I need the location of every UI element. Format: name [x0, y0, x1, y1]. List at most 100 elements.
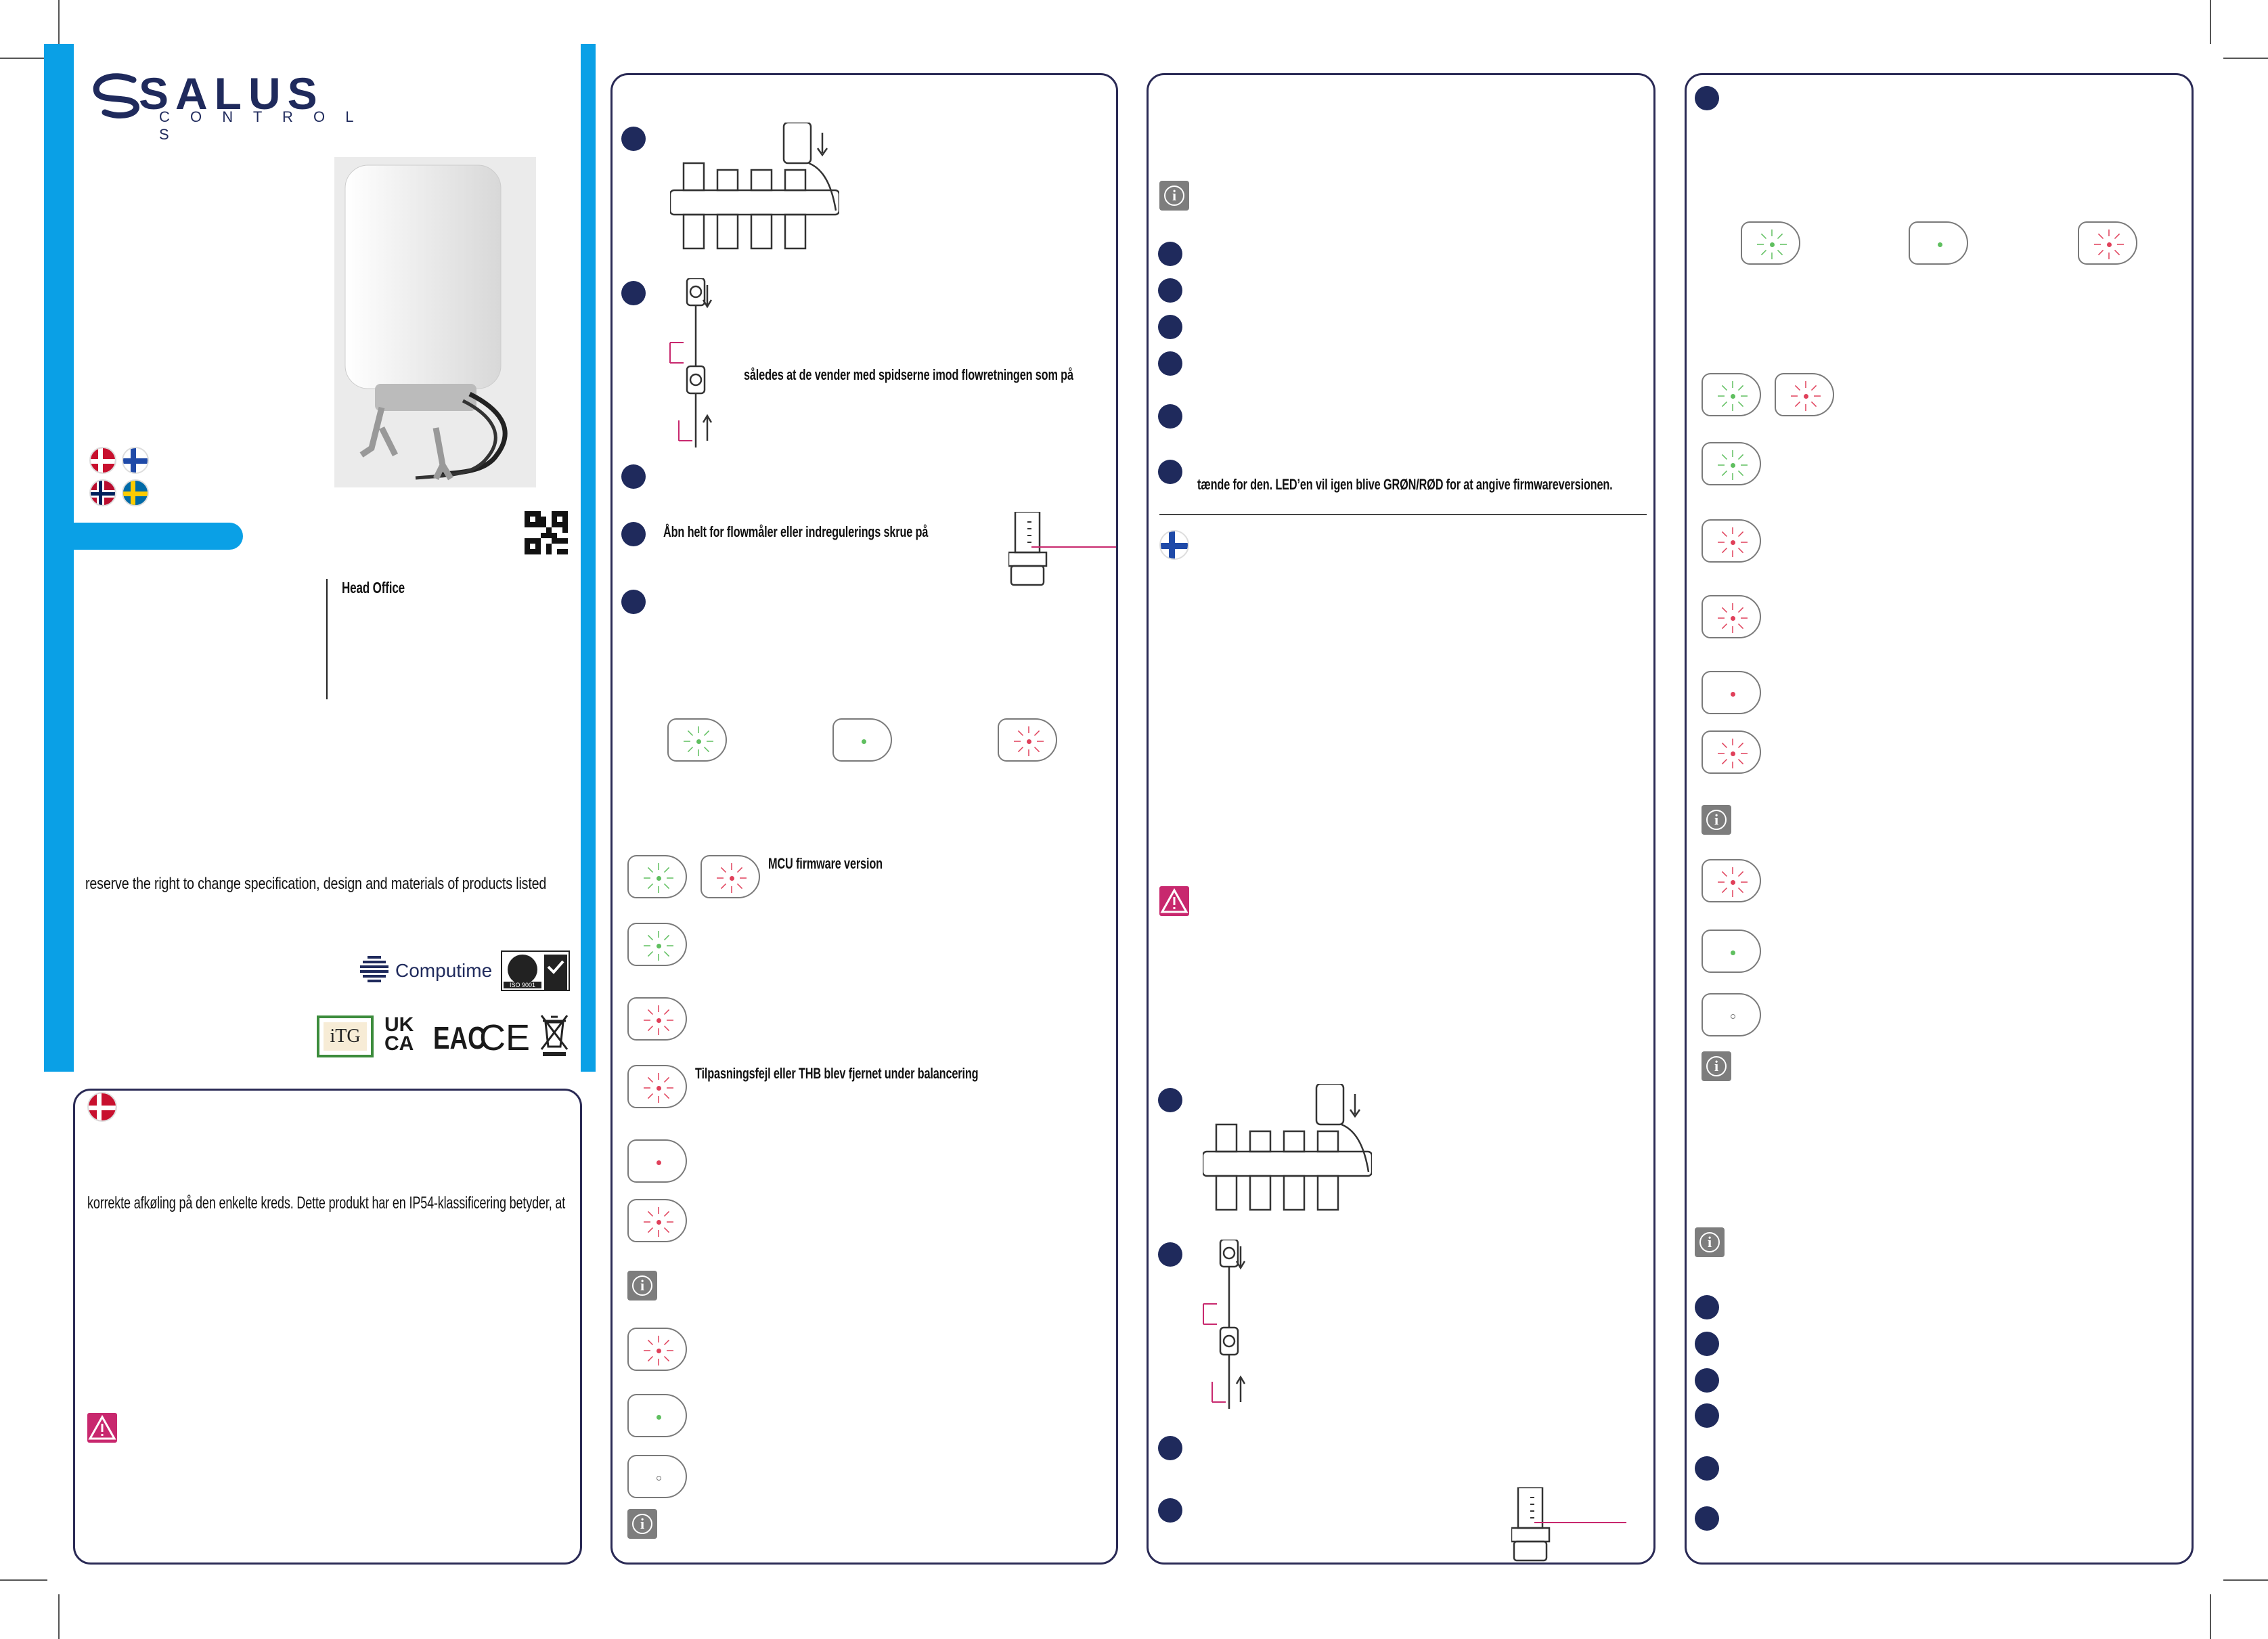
swedish-flag-icon — [122, 479, 149, 506]
step-bullet-icon — [1158, 460, 1182, 484]
qr-code-icon[interactable] — [525, 511, 568, 554]
led-off-icon — [1702, 993, 1761, 1036]
info-icon: i — [1159, 181, 1189, 211]
crop-mark — [2223, 1579, 2268, 1581]
led-blink-red-icon — [627, 1199, 687, 1242]
led-solid-green-icon — [627, 1394, 687, 1437]
disclaimer-text: reserve the right to change specificatio… — [85, 875, 547, 893]
danish-flag-icon — [87, 1092, 117, 1122]
finnish-flag-icon — [122, 447, 149, 474]
step-bullet-icon — [1158, 1436, 1182, 1460]
head-office-label: Head Office — [342, 579, 405, 596]
led-blink-red-icon — [627, 1328, 687, 1371]
danish-flag-icon — [89, 447, 116, 474]
finnish-flag-icon — [1159, 530, 1189, 560]
ce-mark: CE — [479, 1018, 531, 1058]
cover-left-bar — [44, 44, 74, 1072]
sensor-mount-illustration — [667, 277, 734, 458]
led-blink-green-icon — [627, 923, 687, 966]
norwegian-flag-icon — [89, 479, 116, 506]
step-bullet-icon — [1158, 1498, 1182, 1523]
crop-mark — [2223, 58, 2268, 59]
warning-icon — [1159, 886, 1189, 916]
led-blink-red-icon — [1702, 859, 1761, 902]
info-icon: i — [627, 1271, 657, 1301]
led-solid-green-icon — [1909, 221, 1968, 265]
led-off-icon — [627, 1455, 687, 1498]
computime-text: Computime — [395, 960, 493, 981]
danish-finnish-panel: i tænde for den. LED’en vil igen blive G… — [1147, 73, 1655, 1565]
cover-tab — [74, 523, 243, 550]
info-icon: i — [1695, 1227, 1725, 1257]
led-solid-red-icon — [627, 1139, 687, 1183]
crop-mark — [2210, 1594, 2211, 1639]
manifold-install-illustration — [1201, 1083, 1373, 1229]
step-bullet-icon — [621, 522, 646, 546]
step-bullet-icon — [1695, 86, 1719, 110]
step4-text: Åbn helt for flowmåler eller indreguleri… — [663, 523, 929, 540]
led-blink-red-icon — [627, 997, 687, 1041]
step2-text: således at de vender med spidserne imod … — [744, 366, 1073, 383]
led-firmware-text: tænde for den. LED’en vil igen blive GRØ… — [1197, 476, 1613, 493]
salus-swoosh-icon — [93, 73, 139, 119]
step-bullet-icon — [621, 464, 646, 489]
step-bullet-icon — [1158, 242, 1182, 266]
led-blink-red-icon — [627, 1065, 687, 1108]
itg-logo: iTG — [317, 1015, 374, 1057]
crop-mark — [58, 0, 60, 44]
step-bullet-icon — [1695, 1456, 1719, 1481]
step-bullet-icon — [1158, 315, 1182, 339]
led-blink-green-icon — [1702, 373, 1761, 416]
led-solid-green-icon — [832, 718, 892, 762]
step-bullet-icon — [621, 127, 646, 151]
address-divider — [326, 579, 328, 699]
computime-globe-icon — [360, 956, 388, 982]
section-divider — [1159, 514, 1647, 515]
info-icon: i — [1702, 1051, 1731, 1081]
finnish-steps-panel: i i i — [1685, 73, 2194, 1565]
step-bullet-icon — [621, 281, 646, 305]
step-bullet-icon — [621, 590, 646, 614]
ukca-mark: UK CA — [384, 1013, 414, 1055]
step-bullet-icon — [1158, 1242, 1182, 1267]
led-solid-green-icon — [1702, 930, 1761, 973]
brand-sub: C O N T R O L S — [159, 108, 361, 143]
led-solid-red-icon — [1702, 671, 1761, 714]
crop-mark — [0, 58, 47, 59]
step-bullet-icon — [1695, 1368, 1719, 1393]
danish-steps-panel: således at de vender med spidserne imod … — [610, 73, 1118, 1565]
led-blink-red-icon — [1775, 373, 1834, 416]
info-icon: i — [1702, 805, 1731, 835]
iso-label: ISO 9001 — [504, 982, 541, 988]
sensor-mount-illustration — [1200, 1238, 1268, 1419]
weee-bin-icon — [539, 1013, 570, 1057]
step-bullet-icon — [1695, 1332, 1719, 1356]
step-bullet-icon — [1695, 1403, 1719, 1428]
cover-right-bar — [581, 44, 596, 1072]
led-blink-red-icon — [1702, 519, 1761, 563]
check-shield-icon — [547, 960, 564, 974]
led-blink-green-icon — [627, 855, 687, 898]
danish-intro-panel: korrekte afkøling på den enkelte kreds. … — [73, 1089, 582, 1565]
computime-logo: Computime — [357, 953, 499, 987]
step-bullet-icon — [1158, 1088, 1182, 1112]
itg-text: iTG — [324, 1022, 367, 1051]
info-icon: i — [627, 1509, 657, 1539]
led-blink-red-icon — [2078, 221, 2137, 265]
adaptation-fault-text: Tilpasningsfejl eller THB blev fjernet u… — [695, 1065, 979, 1082]
crop-mark — [58, 1594, 60, 1639]
led-blink-green-icon — [667, 718, 727, 762]
crop-mark — [2210, 0, 2211, 44]
warning-icon — [87, 1413, 117, 1443]
led-blink-red-icon — [998, 718, 1057, 762]
step-bullet-icon — [1695, 1295, 1719, 1319]
step-bullet-icon — [1695, 1506, 1719, 1531]
salus-logo: SALUS C O N T R O L S — [91, 68, 362, 143]
dk-body-text: korrekte afkøling på den enkelte kreds. … — [87, 1194, 566, 1212]
led-blink-red-icon — [701, 855, 760, 898]
crop-mark — [0, 1579, 47, 1581]
led-blink-green-icon — [1702, 442, 1761, 485]
step-bullet-icon — [1158, 278, 1182, 303]
manifold-install-illustration — [669, 121, 841, 268]
